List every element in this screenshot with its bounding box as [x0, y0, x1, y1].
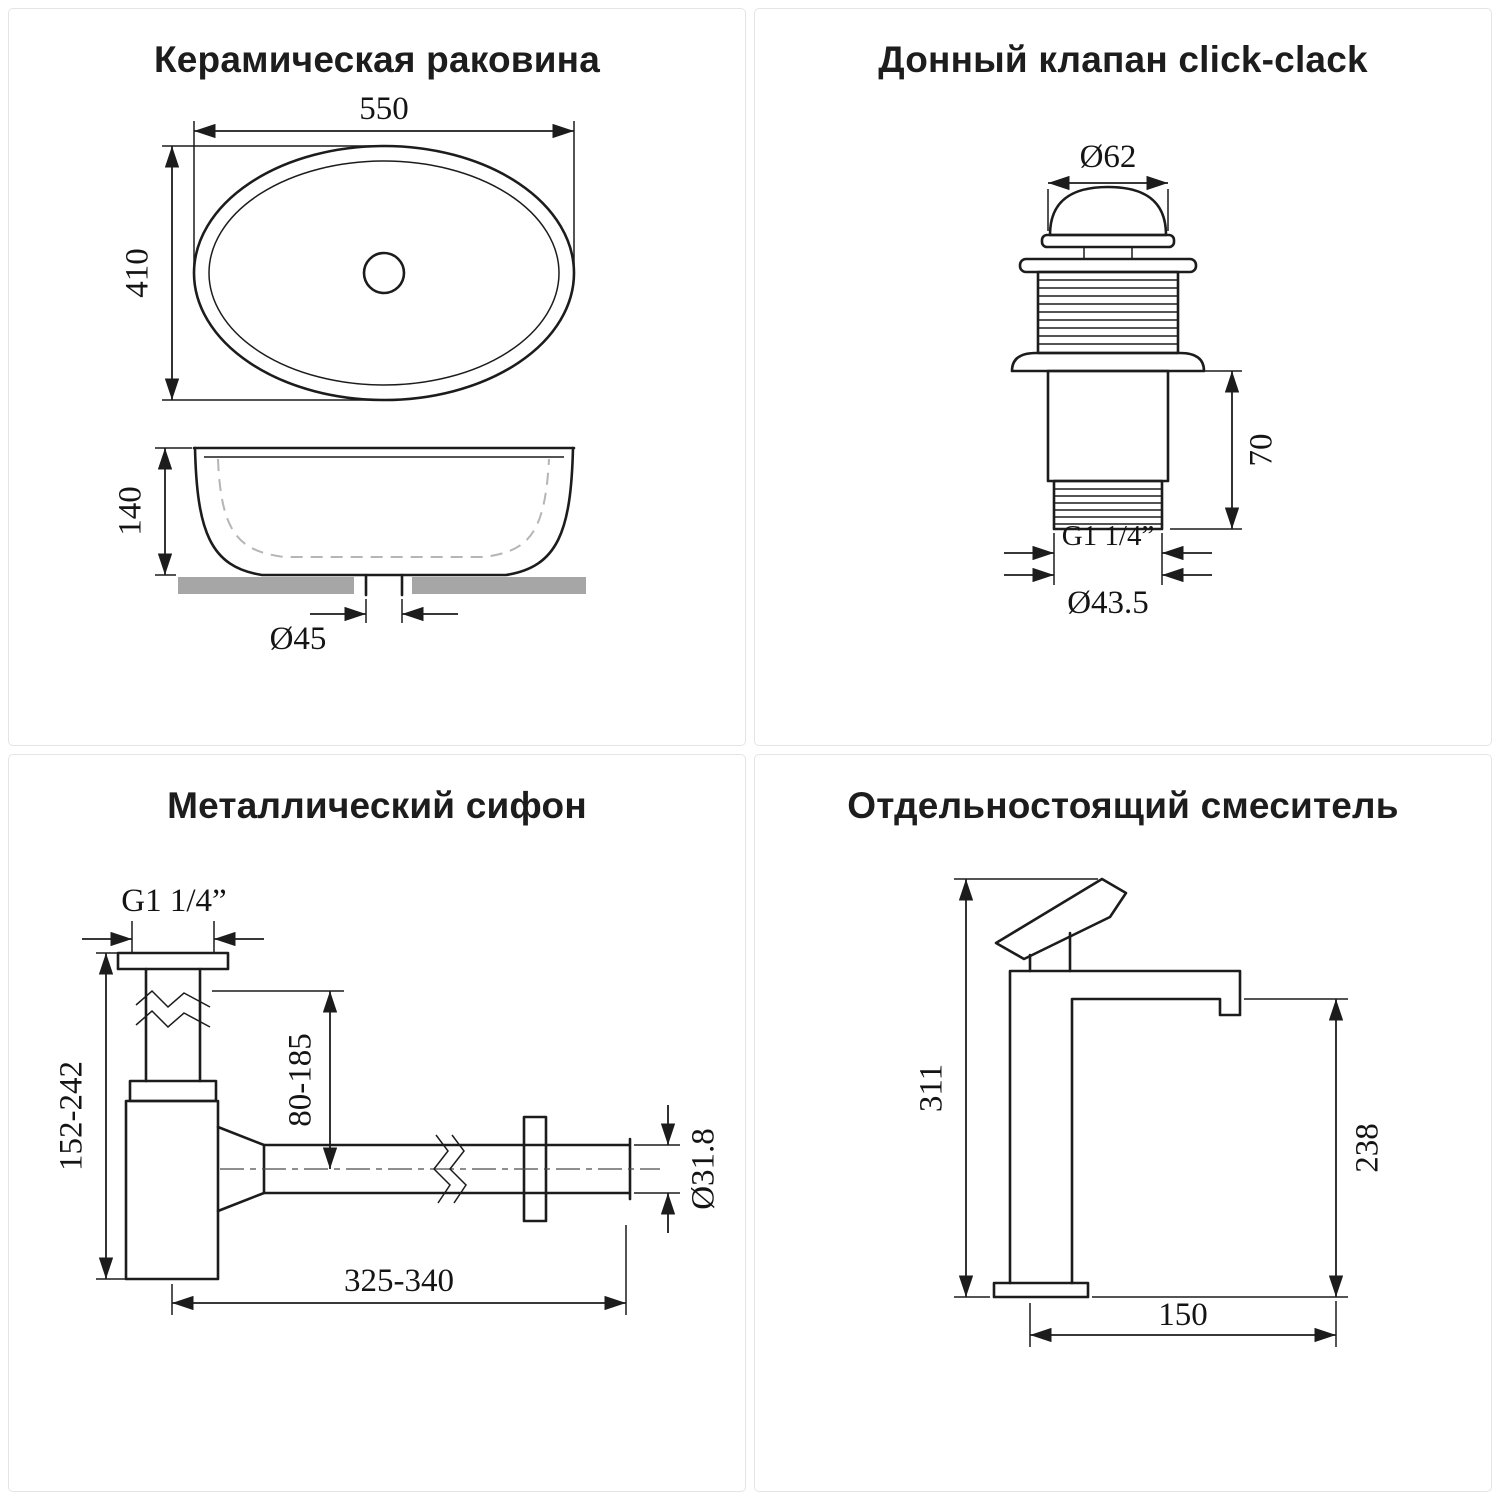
valve-cap-dimension: Ø62 [1047, 139, 1169, 231]
mixer-reach-dimension: 150 [1029, 1297, 1337, 1347]
mixer-drawing: 311 238 150 [914, 877, 1386, 1347]
panel-title-valve: Донный клапан click-clack [878, 39, 1368, 80]
panel-valve: Донный клапан click-clack Ø62 [754, 8, 1492, 746]
sink-drain-dimension: Ø45 [270, 599, 458, 657]
dim-sink-width: 550 [359, 91, 409, 127]
siphon-length-dimension: 325-340 [171, 1225, 627, 1315]
mixer-body [992, 877, 1242, 1299]
sink-depth-dimension: 410 [120, 145, 382, 401]
panel-title-siphon: Металлический сифон [167, 785, 587, 826]
valve-outlet-dimension: Ø43.5 [1004, 567, 1212, 621]
mixer-spout-height-dimension: 238 [1092, 998, 1386, 1298]
valve-thread-dimension: G1 1/4” [1004, 520, 1212, 585]
panel-mixer: Отдельностоящий смеситель 311 [754, 754, 1492, 1492]
sink-width-dimension: 550 [193, 91, 575, 265]
dim-siphon-thread: G1 1/4” [121, 883, 226, 919]
dim-siphon-length-range: 325-340 [344, 1263, 454, 1299]
sink-height-dimension: 140 [113, 447, 192, 576]
panel-title-mixer: Отдельностоящий смеситель [847, 785, 1399, 826]
sink-top-view [192, 144, 576, 402]
dim-siphon-pipe-diameter: Ø31.8 [686, 1128, 722, 1210]
dim-valve-outlet: Ø43.5 [1067, 585, 1149, 621]
dim-sink-depth: 410 [120, 248, 156, 298]
siphon-pipe-diameter-dimension: Ø31.8 [634, 1105, 722, 1233]
dim-valve-cap: Ø62 [1080, 139, 1137, 175]
panel-title-sink: Керамическая раковина [154, 39, 600, 80]
sink-side-view [178, 446, 586, 597]
countertop-right [412, 577, 586, 594]
dim-valve-thread: G1 1/4” [1062, 520, 1155, 552]
valve-body [1010, 185, 1206, 531]
dim-sink-drain: Ø45 [270, 621, 327, 657]
dim-siphon-inlet-range: 80-185 [283, 1033, 319, 1127]
siphon-thread-dimension: G1 1/4” [82, 883, 264, 953]
valve-height-dimension: 70 [1170, 370, 1280, 530]
siphon-body [116, 951, 660, 1281]
dim-mixer-spout-height: 238 [1350, 1123, 1386, 1173]
dim-siphon-height-range: 152-242 [54, 1061, 90, 1171]
dim-mixer-reach: 150 [1158, 1297, 1208, 1333]
dim-valve-height: 70 [1244, 434, 1280, 467]
dim-mixer-total-height: 311 [914, 1064, 950, 1112]
panel-sink: Керамическая раковина 550 410 [8, 8, 746, 746]
sink-drawing: 550 410 140 [113, 91, 586, 657]
siphon-inlet-dimension: 80-185 [212, 990, 344, 1169]
dim-sink-height: 140 [113, 486, 149, 536]
siphon-height-dimension: 152-242 [54, 952, 130, 1280]
countertop-left [178, 577, 354, 594]
panel-siphon: Металлический сифон G1 1/4” [8, 754, 746, 1492]
mixer-total-height-dimension: 311 [914, 878, 1098, 1298]
siphon-drawing: G1 1/4” 152-242 [54, 883, 722, 1315]
valve-drawing: Ø62 70 [1004, 139, 1280, 621]
